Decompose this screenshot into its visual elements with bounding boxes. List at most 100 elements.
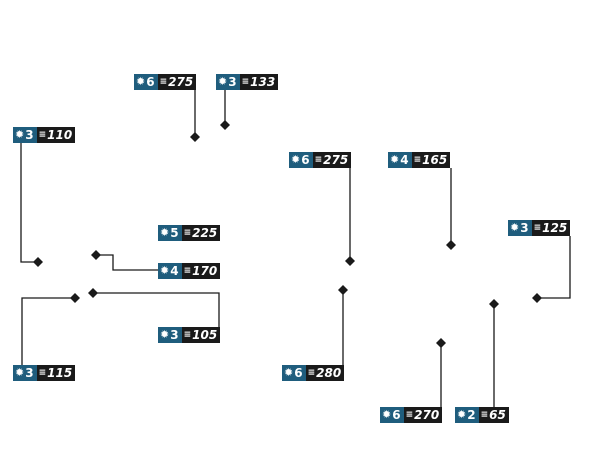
count-value: 170 xyxy=(192,264,218,278)
level-badge: ✹2 xyxy=(455,407,479,423)
gear-icon: ✹ xyxy=(160,226,170,239)
level-value: 6 xyxy=(294,366,303,380)
node-marker[interactable] xyxy=(70,293,80,303)
node-marker[interactable] xyxy=(91,250,101,260)
level-value: 4 xyxy=(170,264,179,278)
gear-icon: ✹ xyxy=(510,221,520,234)
node-label[interactable]: ✹2≡65 xyxy=(455,407,509,423)
level-value: 5 xyxy=(170,226,179,240)
count-badge: ≡65 xyxy=(478,407,509,423)
count-value: 280 xyxy=(316,366,342,380)
node-marker[interactable] xyxy=(220,120,230,130)
gear-icon: ✹ xyxy=(15,128,25,141)
node-label[interactable]: ✹3≡105 xyxy=(158,327,221,343)
level-value: 3 xyxy=(170,328,179,342)
gear-icon: ✹ xyxy=(284,366,294,379)
level-badge: ✹6 xyxy=(282,365,306,381)
level-value: 2 xyxy=(467,408,476,422)
count-badge: ≡110 xyxy=(36,127,76,143)
level-badge: ✹4 xyxy=(158,263,182,279)
node-label[interactable]: ✹3 ≡133 xyxy=(216,74,279,90)
count-badge: ≡105 xyxy=(181,327,221,343)
gear-icon: ✹ xyxy=(218,75,228,88)
node-label[interactable]: ✹4≡170 xyxy=(158,263,221,279)
level-value: 3 xyxy=(25,366,34,380)
count-badge: ≡275 xyxy=(157,74,197,90)
node-marker[interactable] xyxy=(33,257,43,267)
count-value: 165 xyxy=(422,153,448,167)
gear-icon: ✹ xyxy=(382,408,392,421)
level-badge: ✹3 xyxy=(13,127,37,143)
node-label[interactable]: ✹6≡275 xyxy=(134,74,197,90)
count-badge: ≡275 xyxy=(312,152,352,168)
count-badge: ≡270 xyxy=(403,407,443,423)
leader-line xyxy=(20,143,38,263)
node-label[interactable]: ✹6≡275 xyxy=(289,152,352,168)
level-badge: ✹6 xyxy=(380,407,404,423)
stack-icon: ≡ xyxy=(183,266,191,276)
leader-lines xyxy=(20,90,571,407)
node-marker[interactable] xyxy=(532,293,542,303)
count-value: 133 xyxy=(250,75,276,89)
count-badge: ≡165 xyxy=(411,152,451,168)
leader-line xyxy=(21,297,75,365)
gear-icon: ✹ xyxy=(291,153,301,166)
stack-icon: ≡ xyxy=(405,410,413,420)
gear-icon: ✹ xyxy=(160,328,170,341)
level-badge: ✹3 xyxy=(13,365,37,381)
count-value: 65 xyxy=(489,408,506,422)
stack-icon: ≡ xyxy=(241,77,249,87)
stack-icon: ≡ xyxy=(159,77,167,87)
gear-icon: ✹ xyxy=(457,408,467,421)
count-value: 275 xyxy=(323,153,349,167)
stack-icon: ≡ xyxy=(183,330,191,340)
leader-line xyxy=(93,292,220,327)
count-badge: ≡225 xyxy=(181,225,221,241)
node-label[interactable]: ✹3≡115 xyxy=(13,365,76,381)
count-value: 270 xyxy=(414,408,440,422)
count-badge: ≡170 xyxy=(181,263,221,279)
level-value: 3 xyxy=(228,75,237,89)
stack-icon: ≡ xyxy=(307,368,315,378)
level-badge: ✹3 xyxy=(508,220,532,236)
node-marker[interactable] xyxy=(436,338,446,348)
gear-icon: ✹ xyxy=(15,366,25,379)
level-value: 4 xyxy=(400,153,409,167)
node-marker[interactable] xyxy=(338,285,348,295)
node-label[interactable]: ✹4≡165 xyxy=(388,152,451,168)
level-badge: ✹3 xyxy=(158,327,182,343)
node-marker[interactable] xyxy=(446,240,456,250)
level-value: 3 xyxy=(25,128,34,142)
count-badge: ≡125 xyxy=(531,220,571,236)
node-marker[interactable] xyxy=(190,132,200,142)
stack-icon: ≡ xyxy=(183,228,191,238)
count-badge: ≡280 xyxy=(305,365,345,381)
node-label[interactable]: ✹6≡280 xyxy=(282,365,345,381)
count-value: 225 xyxy=(192,226,218,240)
count-value: 105 xyxy=(192,328,218,342)
stack-icon: ≡ xyxy=(38,368,46,378)
level-badge: ✹6 xyxy=(134,74,158,90)
node-label[interactable]: ✹6≡270 xyxy=(380,407,443,423)
level-value: 6 xyxy=(146,75,155,89)
node-label[interactable]: ✹3≡110 xyxy=(13,127,76,143)
level-badge: ✹4 xyxy=(388,152,412,168)
node-marker[interactable] xyxy=(489,299,499,309)
gear-icon: ✹ xyxy=(390,153,400,166)
node-label[interactable]: ✹3≡125 xyxy=(508,220,571,236)
node-markers xyxy=(33,120,542,348)
count-value: 110 xyxy=(47,128,73,142)
leader-line xyxy=(96,254,158,271)
node-marker[interactable] xyxy=(345,256,355,266)
level-value: 6 xyxy=(392,408,401,422)
level-value: 6 xyxy=(301,153,310,167)
stack-icon: ≡ xyxy=(314,155,322,165)
gear-icon: ✹ xyxy=(160,264,170,277)
node-label[interactable]: ✹5≡225 xyxy=(158,225,221,241)
stack-icon: ≡ xyxy=(480,410,488,420)
level-badge: ✹6 xyxy=(289,152,313,168)
level-value: 3 xyxy=(520,221,529,235)
node-marker[interactable] xyxy=(88,288,98,298)
gear-icon: ✹ xyxy=(136,75,146,88)
